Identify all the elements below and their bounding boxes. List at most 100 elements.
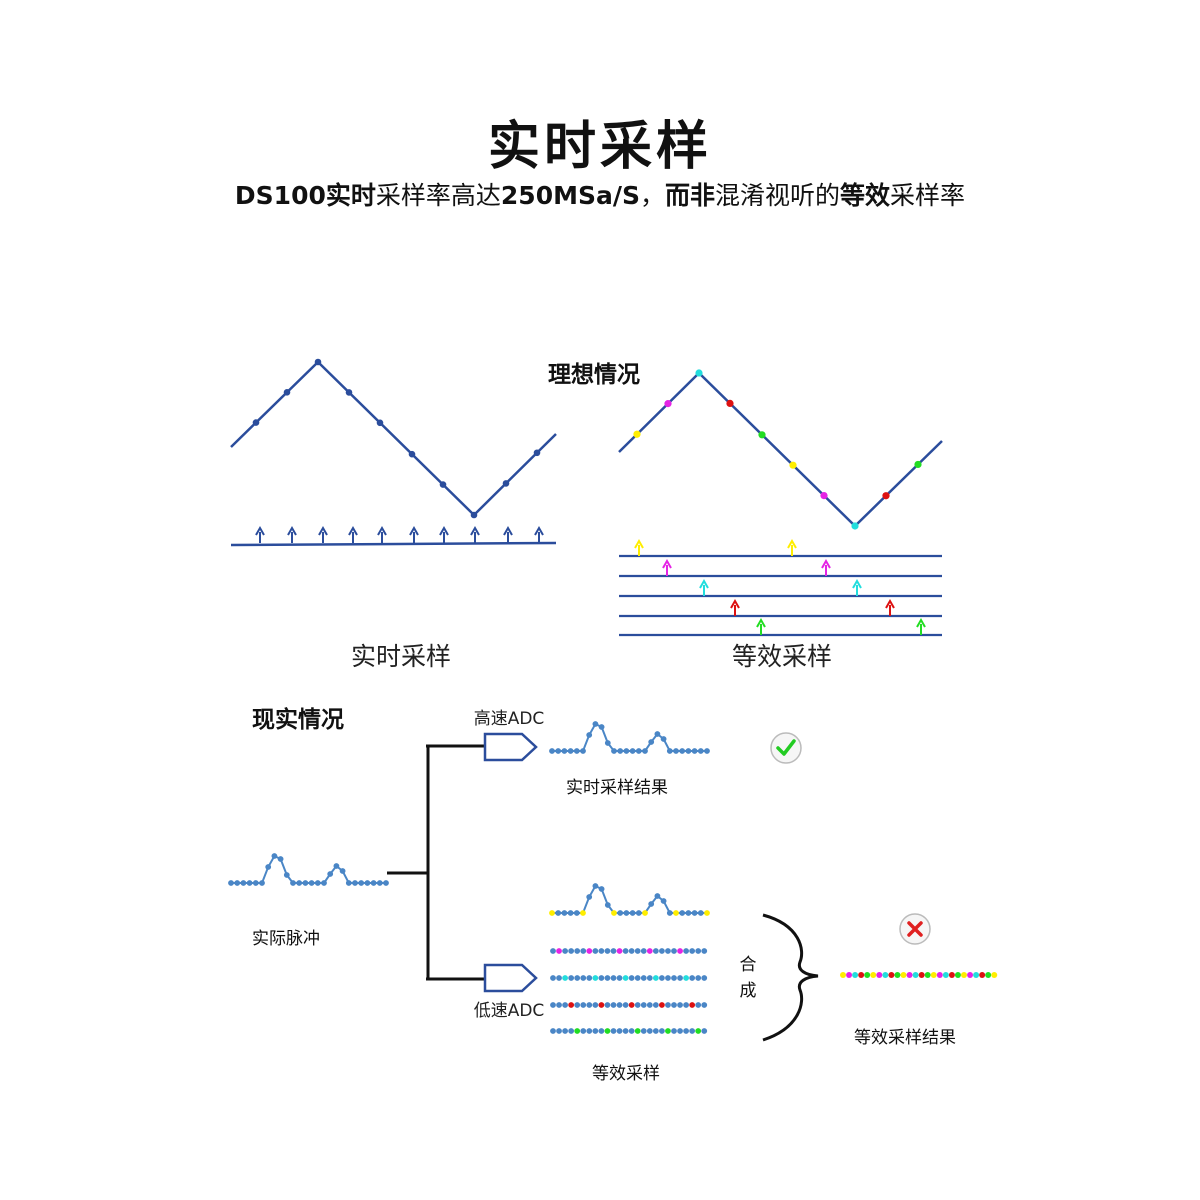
row-sample-dot (665, 948, 671, 954)
row-sample-dot (646, 975, 653, 981)
realtime-sample-arrow (503, 525, 513, 543)
result-sample-dot (858, 972, 865, 978)
row-sample-dot (562, 948, 568, 954)
realtime-sample-dot (439, 481, 447, 488)
realtime-sample-arrow (409, 525, 419, 543)
row-sample-dot (592, 1028, 599, 1034)
row-sample-dot (622, 975, 629, 981)
combine-char-1: 合 (740, 955, 757, 975)
row-sample-dot (586, 1028, 593, 1034)
equivalent-sampling-row (550, 975, 708, 981)
pulse-sample-dot (629, 910, 636, 916)
realtime-triangle-wave (230, 360, 557, 517)
result-sample-dot (906, 972, 913, 978)
realtime-sample-arrow (318, 525, 328, 543)
row-sample-dot (568, 948, 575, 954)
row-sample-dot (628, 1028, 635, 1034)
ideal-heading: 理想情况 (548, 362, 640, 388)
row-sample-dot (580, 1002, 587, 1008)
pulse-sample-dot (592, 721, 599, 727)
pulse-sample-dot (648, 739, 655, 745)
row-sample-dot (604, 1028, 611, 1034)
result-sample-dot (942, 972, 949, 978)
row-sample-dot (628, 1002, 635, 1008)
result-sample-dot (979, 972, 986, 978)
row-sample-dot (634, 1002, 641, 1008)
row-sample-dot (689, 1002, 696, 1008)
row-sample-dot (646, 1028, 653, 1034)
realtime-sample-dot (502, 480, 510, 487)
pulse-sample-dot (314, 880, 321, 886)
row-sample-dot (550, 948, 556, 954)
pulse-sample-dot (549, 748, 555, 754)
row-sample-dot (586, 975, 593, 981)
row-sample-dot (671, 975, 677, 981)
pulse-sample-dot (685, 910, 692, 916)
row-sample-dot (646, 1002, 653, 1008)
equivalent-sampling-row (550, 1002, 708, 1008)
result-sample-dot (876, 972, 883, 978)
actual-pulse-label: 实际脉冲 (252, 929, 320, 949)
pulse-sample-dot (573, 910, 580, 916)
pulse-sample-dot (679, 910, 686, 916)
equivalent-sample-dot (851, 522, 859, 530)
pulse-sample-dot (586, 732, 593, 738)
row-sample-dot (634, 975, 641, 981)
pulse-sample-dot (358, 880, 365, 886)
result-sample-dot (948, 972, 955, 978)
pulse-sample-dot (604, 740, 611, 746)
row-sample-dot (568, 1028, 575, 1034)
row-sample-dot (616, 1028, 623, 1034)
realtime-sample-arrow (439, 525, 449, 543)
pulse-sample-dot (586, 894, 593, 900)
low-speed-adc-label: 低速ADC (474, 1001, 545, 1021)
pulse-sample-dot (598, 886, 605, 892)
row-sample-dot (689, 948, 696, 954)
pulse-sample-dot (592, 883, 599, 889)
pulse-sample-dot (654, 893, 661, 899)
row-sample-dot (598, 1002, 605, 1008)
pulse-sample-dot (704, 748, 710, 754)
equivalent-sample-dot (882, 492, 890, 500)
subtitle-not: 而非 (665, 181, 716, 210)
row-sample-dot (616, 975, 623, 981)
row-sample-dot (574, 948, 581, 954)
row-sample-dot (580, 975, 587, 981)
row-sample-dot (640, 1002, 647, 1008)
result-sample-dot (930, 972, 937, 978)
equivalent-sampling-row (550, 948, 708, 954)
result-sample-dot (900, 972, 907, 978)
row-sample-dot (677, 1002, 683, 1008)
pulse-sample-dot (252, 880, 259, 886)
pulse-sample-dot (617, 910, 624, 916)
row-sample-dot (665, 1028, 671, 1034)
row-sample-dot (580, 948, 587, 954)
result-sample-dot (864, 972, 871, 978)
pulse-trace (231, 854, 386, 884)
pulse-sample-dot (376, 880, 383, 886)
result-sample-dot (840, 972, 846, 978)
low-speed-adc-symbol (483, 963, 538, 993)
result-sample-dot (846, 972, 853, 978)
pulse-sample-dot (635, 910, 642, 916)
subtitle-rate-value: 250MSa/S (500, 181, 640, 210)
pulse-sample-dot (685, 748, 692, 754)
row-sample-dot (574, 1002, 581, 1008)
pulse-sample-dot (321, 880, 327, 886)
pulse-sample-dot (697, 910, 704, 916)
pulse-sample-dot (555, 910, 562, 916)
reality-heading: 现实情况 (252, 706, 344, 733)
realtime-sample-arrow (470, 525, 480, 543)
row-sample-dot (677, 1028, 683, 1034)
cross-icon (899, 913, 931, 945)
pulse-sample-dot (611, 748, 617, 754)
pulse-sample-dot (623, 910, 630, 916)
row-sample-dot (592, 1002, 599, 1008)
pulse-sample-dot (673, 910, 679, 916)
realtime-sample-arrows (255, 525, 544, 543)
check-icon (770, 732, 802, 764)
row-sample-dot (556, 948, 562, 954)
realtime-result-label: 实时采样结果 (566, 778, 668, 798)
adc-branches: 高速ADC 低速ADC (387, 709, 544, 1021)
pulse-sample-dot (561, 910, 568, 916)
